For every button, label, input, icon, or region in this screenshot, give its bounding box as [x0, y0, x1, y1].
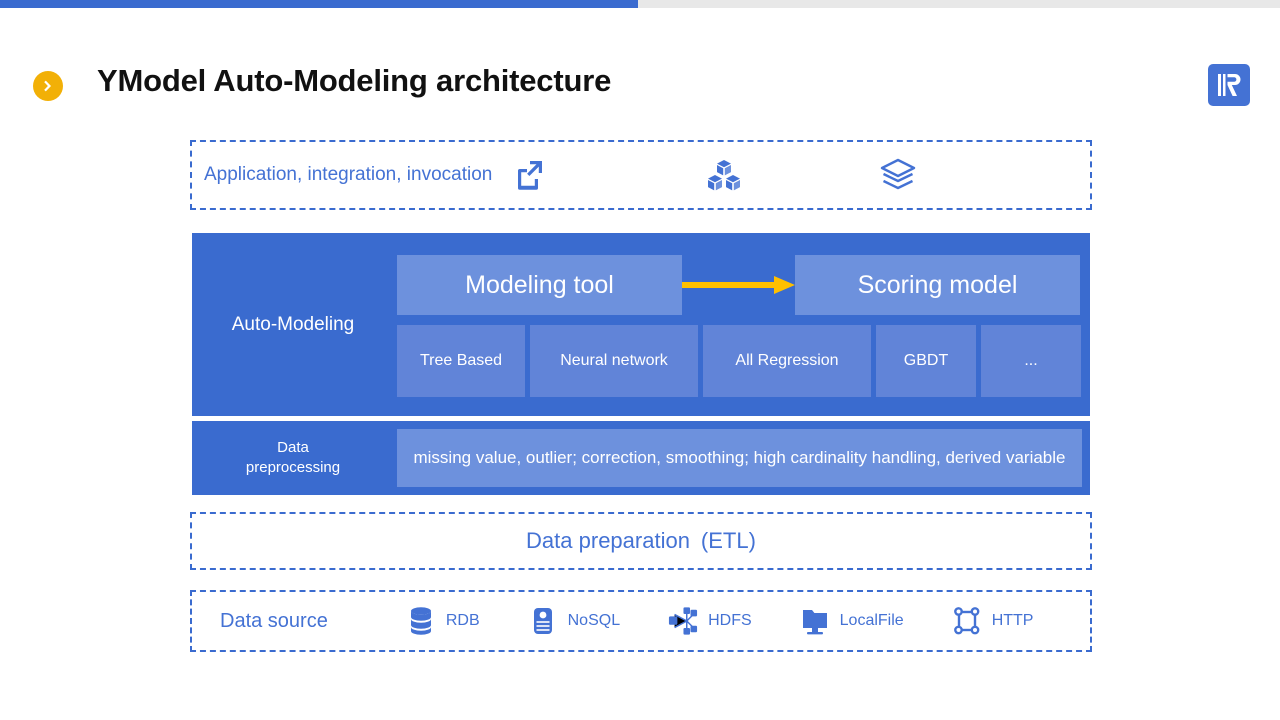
data-source-item-hdfs[interactable]: HDFS: [668, 606, 752, 636]
data-preprocessing-label-line2: preprocessing: [245, 459, 341, 476]
data-source-item-label: LocalFile: [839, 612, 904, 629]
modeling-tool-box[interactable]: Modeling tool: [397, 255, 682, 315]
boxes-packages-icon: [706, 158, 742, 192]
data-preparation-label: Data preparation (ETL): [526, 528, 756, 553]
algorithm-item[interactable]: ...: [981, 325, 1081, 397]
data-preprocessing-label: Data preprocessing: [192, 421, 394, 495]
data-preparation-box: Data preparation (ETL): [190, 512, 1092, 570]
nosql-document-icon: [528, 606, 558, 636]
data-source-items: RDB NoSQL: [406, 606, 1034, 636]
application-layer-box: Application, integration, invocation: [190, 140, 1092, 210]
data-preprocessing-panel: Data preprocessing missing value, outlie…: [192, 421, 1090, 495]
network-nodes-icon: [952, 606, 982, 636]
data-source-item-label: RDB: [445, 612, 480, 629]
layers-stack-icon: [877, 157, 919, 193]
top-progress-fill: [0, 0, 638, 8]
brand-logo-r-icon: [1208, 64, 1250, 106]
scoring-model-box[interactable]: Scoring model: [795, 255, 1080, 315]
data-preprocessing-label-line1: Data: [277, 438, 309, 456]
algorithm-item[interactable]: GBDT: [876, 325, 976, 397]
application-layer-label: Application, integration, invocation: [204, 164, 493, 185]
data-source-item-nosql[interactable]: NoSQL: [528, 606, 620, 636]
data-source-item-http[interactable]: HTTP: [952, 606, 1034, 636]
page-header: YModel Auto-Modeling architecture: [0, 28, 1280, 106]
chevron-right-circle-icon: [33, 71, 63, 101]
auto-modeling-panel: Auto-Modeling Modeling tool Scoring mode…: [192, 233, 1090, 416]
algorithm-item[interactable]: Tree Based: [397, 325, 525, 397]
data-preprocessing-body: missing value, outlier; correction, smoo…: [397, 429, 1082, 487]
arrow-right-icon: [682, 276, 795, 294]
algorithm-list: Tree Based Neural network All Regression…: [397, 325, 1082, 397]
algorithm-item[interactable]: Neural network: [530, 325, 698, 397]
database-cylinder-icon: [406, 606, 436, 636]
data-source-label: Data source: [220, 609, 328, 632]
data-source-item-label: HTTP: [991, 612, 1034, 629]
share-export-icon: [512, 158, 546, 192]
algorithm-item[interactable]: All Regression: [703, 325, 871, 397]
auto-modeling-label: Auto-Modeling: [231, 313, 355, 335]
architecture-diagram: Application, integration, invocation: [190, 140, 1092, 652]
data-source-item-label: NoSQL: [567, 612, 621, 629]
hdfs-cluster-icon: [668, 606, 698, 636]
data-source-item-label: HDFS: [708, 612, 752, 629]
top-progress-bar: [0, 0, 1280, 8]
folder-monitor-icon: [800, 606, 830, 636]
page-title: YModel Auto-Modeling architecture: [97, 63, 612, 98]
data-source-box: Data source RDB: [190, 590, 1092, 652]
data-source-item-localfile[interactable]: LocalFile: [800, 606, 904, 636]
application-layer-icons: [492, 157, 919, 193]
data-source-item-rdb[interactable]: RDB: [406, 606, 480, 636]
